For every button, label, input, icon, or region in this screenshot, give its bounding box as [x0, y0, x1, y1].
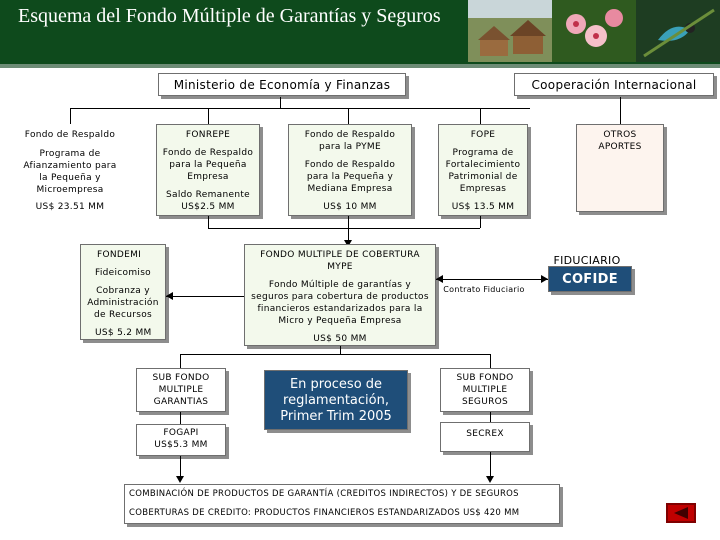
connector-line [490, 354, 491, 368]
fondo-amount: US$ 13.5 MM [451, 202, 515, 212]
connector-line [70, 108, 530, 109]
connector-line [180, 412, 181, 424]
sub-fondo-garantias-box: SUB FONDO MULTIPLE GARANTIAS [136, 368, 226, 412]
fondo-desc: Fondo de Respaldo para la Pequeña Empres… [162, 148, 254, 182]
arrow-left-icon [436, 275, 443, 283]
page-title: Esquema del Fondo Múltiple de Garantías … [18, 5, 441, 27]
connector-line [70, 108, 71, 124]
fondemi-line2: Cobranza y Administración de Recursos [87, 286, 159, 320]
productos-summary-box: COMBINACIÓN DE PRODUCTOS DE GARANTÍA (CR… [124, 484, 560, 524]
connector-line [348, 108, 349, 124]
reglamentacion-box: En proceso de reglamentación, Primer Tri… [264, 370, 408, 430]
connector-line [490, 452, 491, 476]
fondemi-amount: US$ 5.2 MM [95, 328, 152, 338]
contrato-fiduciario-label: Contrato Fiduciario [443, 285, 525, 294]
summary-line1: COMBINACIÓN DE PRODUCTOS DE GARANTÍA (CR… [129, 489, 519, 499]
summary-line2: COBERTURAS DE CREDITO: PRODUCTOS FINANCI… [129, 508, 520, 518]
ministerio-label: Ministerio de Economía y Finanzas [173, 78, 391, 92]
fondo-desc: Programa de Fortalecimiento Patrimonial … [445, 148, 521, 194]
back-button[interactable] [666, 503, 696, 523]
fondo-name: OTROS APORTES [598, 130, 642, 152]
secrex-box: SECREX [440, 422, 530, 452]
connector-line [208, 216, 209, 228]
fondemi-line1: Fideicomiso [95, 268, 151, 278]
fiduciario-label: FIDUCIARIO [553, 254, 621, 267]
fondo-name: FOPE [470, 130, 496, 140]
connector-line [340, 346, 341, 354]
fonrepe-box: FONREPE Fondo de Respaldo para la Pequeñ… [156, 124, 260, 216]
fmc-desc: Fondo Múltiple de garantías y seguros pa… [251, 280, 429, 326]
sub-fondo-seguros-box: SUB FONDO MULTIPLE SEGUROS [440, 368, 530, 412]
fondo-name: FONREPE [185, 130, 231, 140]
fondemi-name: FONDEMI [97, 250, 142, 260]
cooperacion-label: Cooperación Internacional [531, 78, 697, 92]
fondo-extra: Saldo Remanente [166, 190, 250, 200]
fondo-name: Fondo de Respaldo [24, 130, 116, 140]
ministerio-box: Ministerio de Economía y Finanzas [158, 73, 406, 96]
header-bar: Esquema del Fondo Múltiple de Garantías … [0, 0, 720, 64]
connector-line [180, 354, 490, 355]
arrow-left-icon [166, 292, 173, 300]
fondo-amount: US$ 10 MM [323, 202, 377, 212]
fope-box: FOPE Programa de Fortalecimiento Patrimo… [438, 124, 528, 216]
cofide-label: COFIDE [562, 272, 618, 287]
connector-line [480, 108, 481, 124]
fmc-name: FONDO MULTIPLE DE COBERTURA MYPE [260, 250, 420, 272]
fondo-respaldo-box: Fondo de Respaldo Programa de Afianzamie… [18, 124, 122, 216]
connector-line [180, 456, 181, 476]
connector-line [208, 228, 480, 229]
connector-line [208, 108, 209, 124]
reglamentacion-text: En proceso de reglamentación, Primer Tri… [280, 377, 392, 424]
sub-garantias-name: SUB FONDO MULTIPLE GARANTIAS [152, 373, 210, 407]
arrow-down-icon [486, 476, 494, 483]
header-photo-strip [468, 0, 720, 62]
arrow-right-icon [541, 275, 548, 283]
connector-line [436, 279, 548, 280]
fogapi-name: FOGAPI [163, 428, 199, 438]
fondo-desc: Fondo de Respaldo para la Pequeña y Medi… [304, 160, 396, 194]
fondo-desc: Programa de Afianzamiento para la Pequeñ… [23, 149, 117, 195]
fondo-name: Fondo de Respaldo para la PYME [304, 130, 396, 152]
cofide-box: COFIDE [548, 266, 632, 292]
fmc-amount: US$ 50 MM [313, 334, 367, 344]
arrow-down-icon [344, 240, 352, 247]
fogapi-box: FOGAPI US$5.3 MM [136, 424, 226, 456]
connector-line [280, 97, 281, 108]
connector-line [166, 296, 244, 297]
fondo-amount: US$2.5 MM [181, 202, 235, 212]
back-arrow-icon [674, 507, 688, 519]
connector-line [480, 216, 481, 228]
connector-line [348, 216, 349, 244]
fondo-multiple-box: FONDO MULTIPLE DE COBERTURA MYPE Fondo M… [244, 244, 436, 346]
fondo-amount: US$ 23.51 MM [35, 202, 105, 212]
header-divider [0, 64, 720, 68]
connector-line [490, 412, 491, 422]
fondo-pyme-box: Fondo de Respaldo para la PYME Fondo de … [288, 124, 412, 216]
cooperacion-box: Cooperación Internacional [514, 73, 714, 96]
secrex-name: SECREX [466, 429, 504, 439]
otros-aportes-box: OTROS APORTES [576, 124, 664, 212]
fogapi-amount: US$5.3 MM [154, 440, 208, 450]
connector-line [620, 97, 621, 124]
sub-seguros-name: SUB FONDO MULTIPLE SEGUROS [456, 373, 514, 407]
fondemi-box: FONDEMI Fideicomiso Cobranza y Administr… [80, 244, 166, 340]
arrow-down-icon [176, 476, 184, 483]
connector-line [180, 354, 181, 368]
